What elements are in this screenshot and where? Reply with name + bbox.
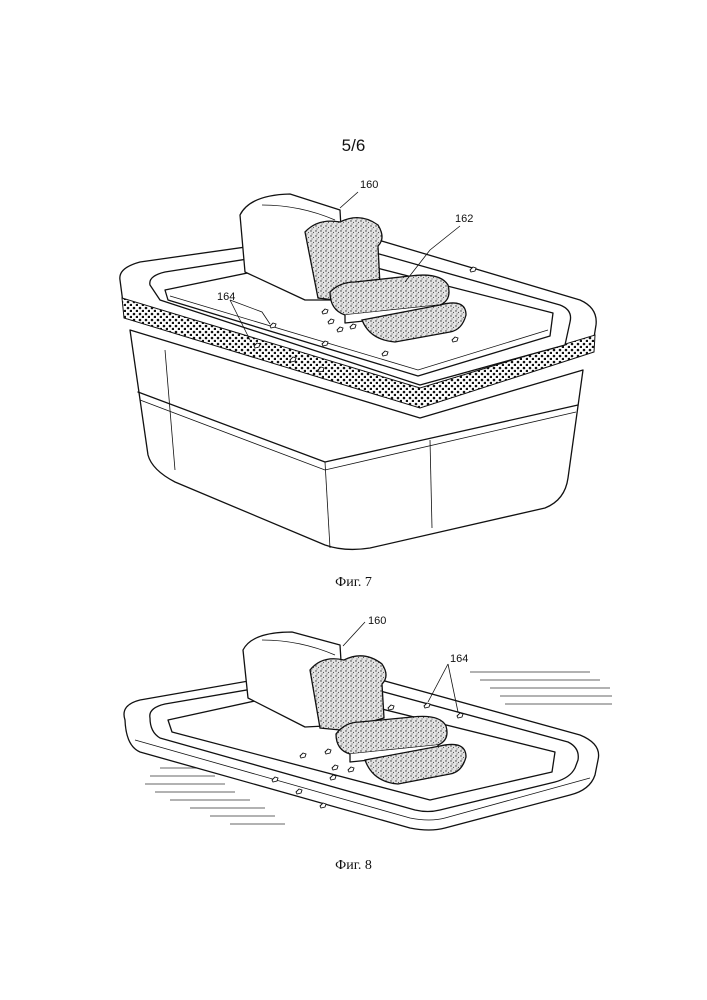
figure-7-caption: Фиг. 7 xyxy=(0,575,707,591)
figure-8-caption: Фиг. 8 xyxy=(0,858,707,874)
figure-8-drawing: 160 164 xyxy=(124,615,612,830)
ref-164-fig8: 164 xyxy=(450,653,468,665)
ref-160-fig7: 160 xyxy=(360,179,378,191)
figure-7-drawing: 160 162 164 xyxy=(120,179,596,549)
ref-160-fig8: 160 xyxy=(368,615,386,627)
ref-162-fig7: 162 xyxy=(455,213,473,225)
ref-164-fig7: 164 xyxy=(217,291,235,303)
